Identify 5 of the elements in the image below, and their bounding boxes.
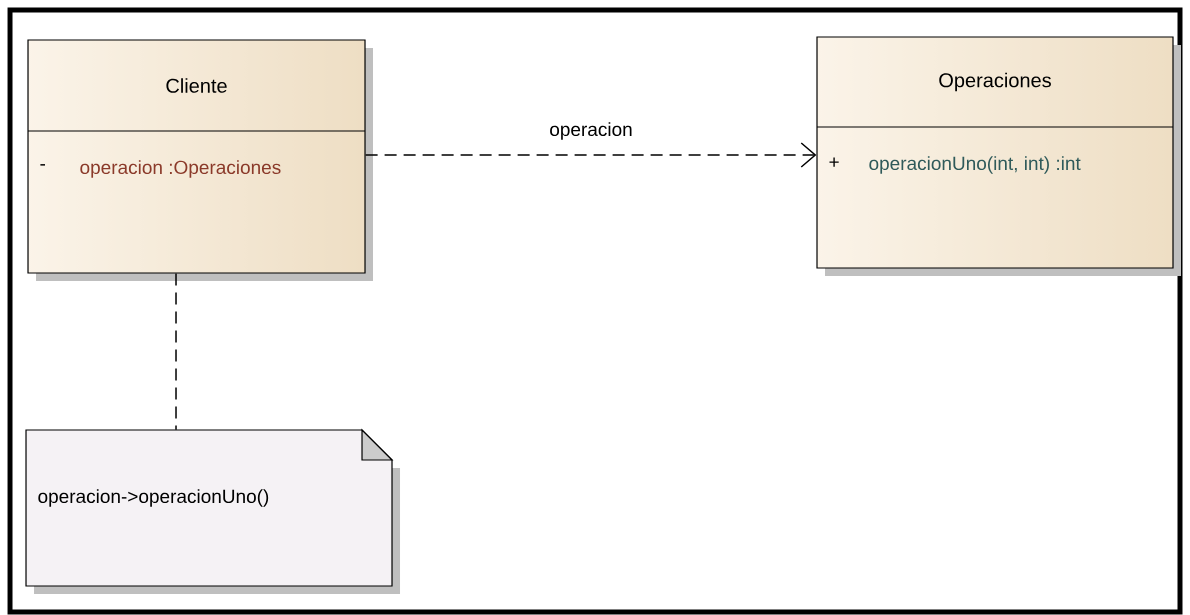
class-box: Cliente - operacion :Operaciones bbox=[27, 39, 373, 281]
note-link bbox=[175, 272, 177, 431]
class-box: Operaciones + operacionUno(int, int) :int bbox=[816, 36, 1181, 276]
edge-label: operacion bbox=[547, 120, 635, 142]
dependency-arrow bbox=[364, 142, 817, 168]
